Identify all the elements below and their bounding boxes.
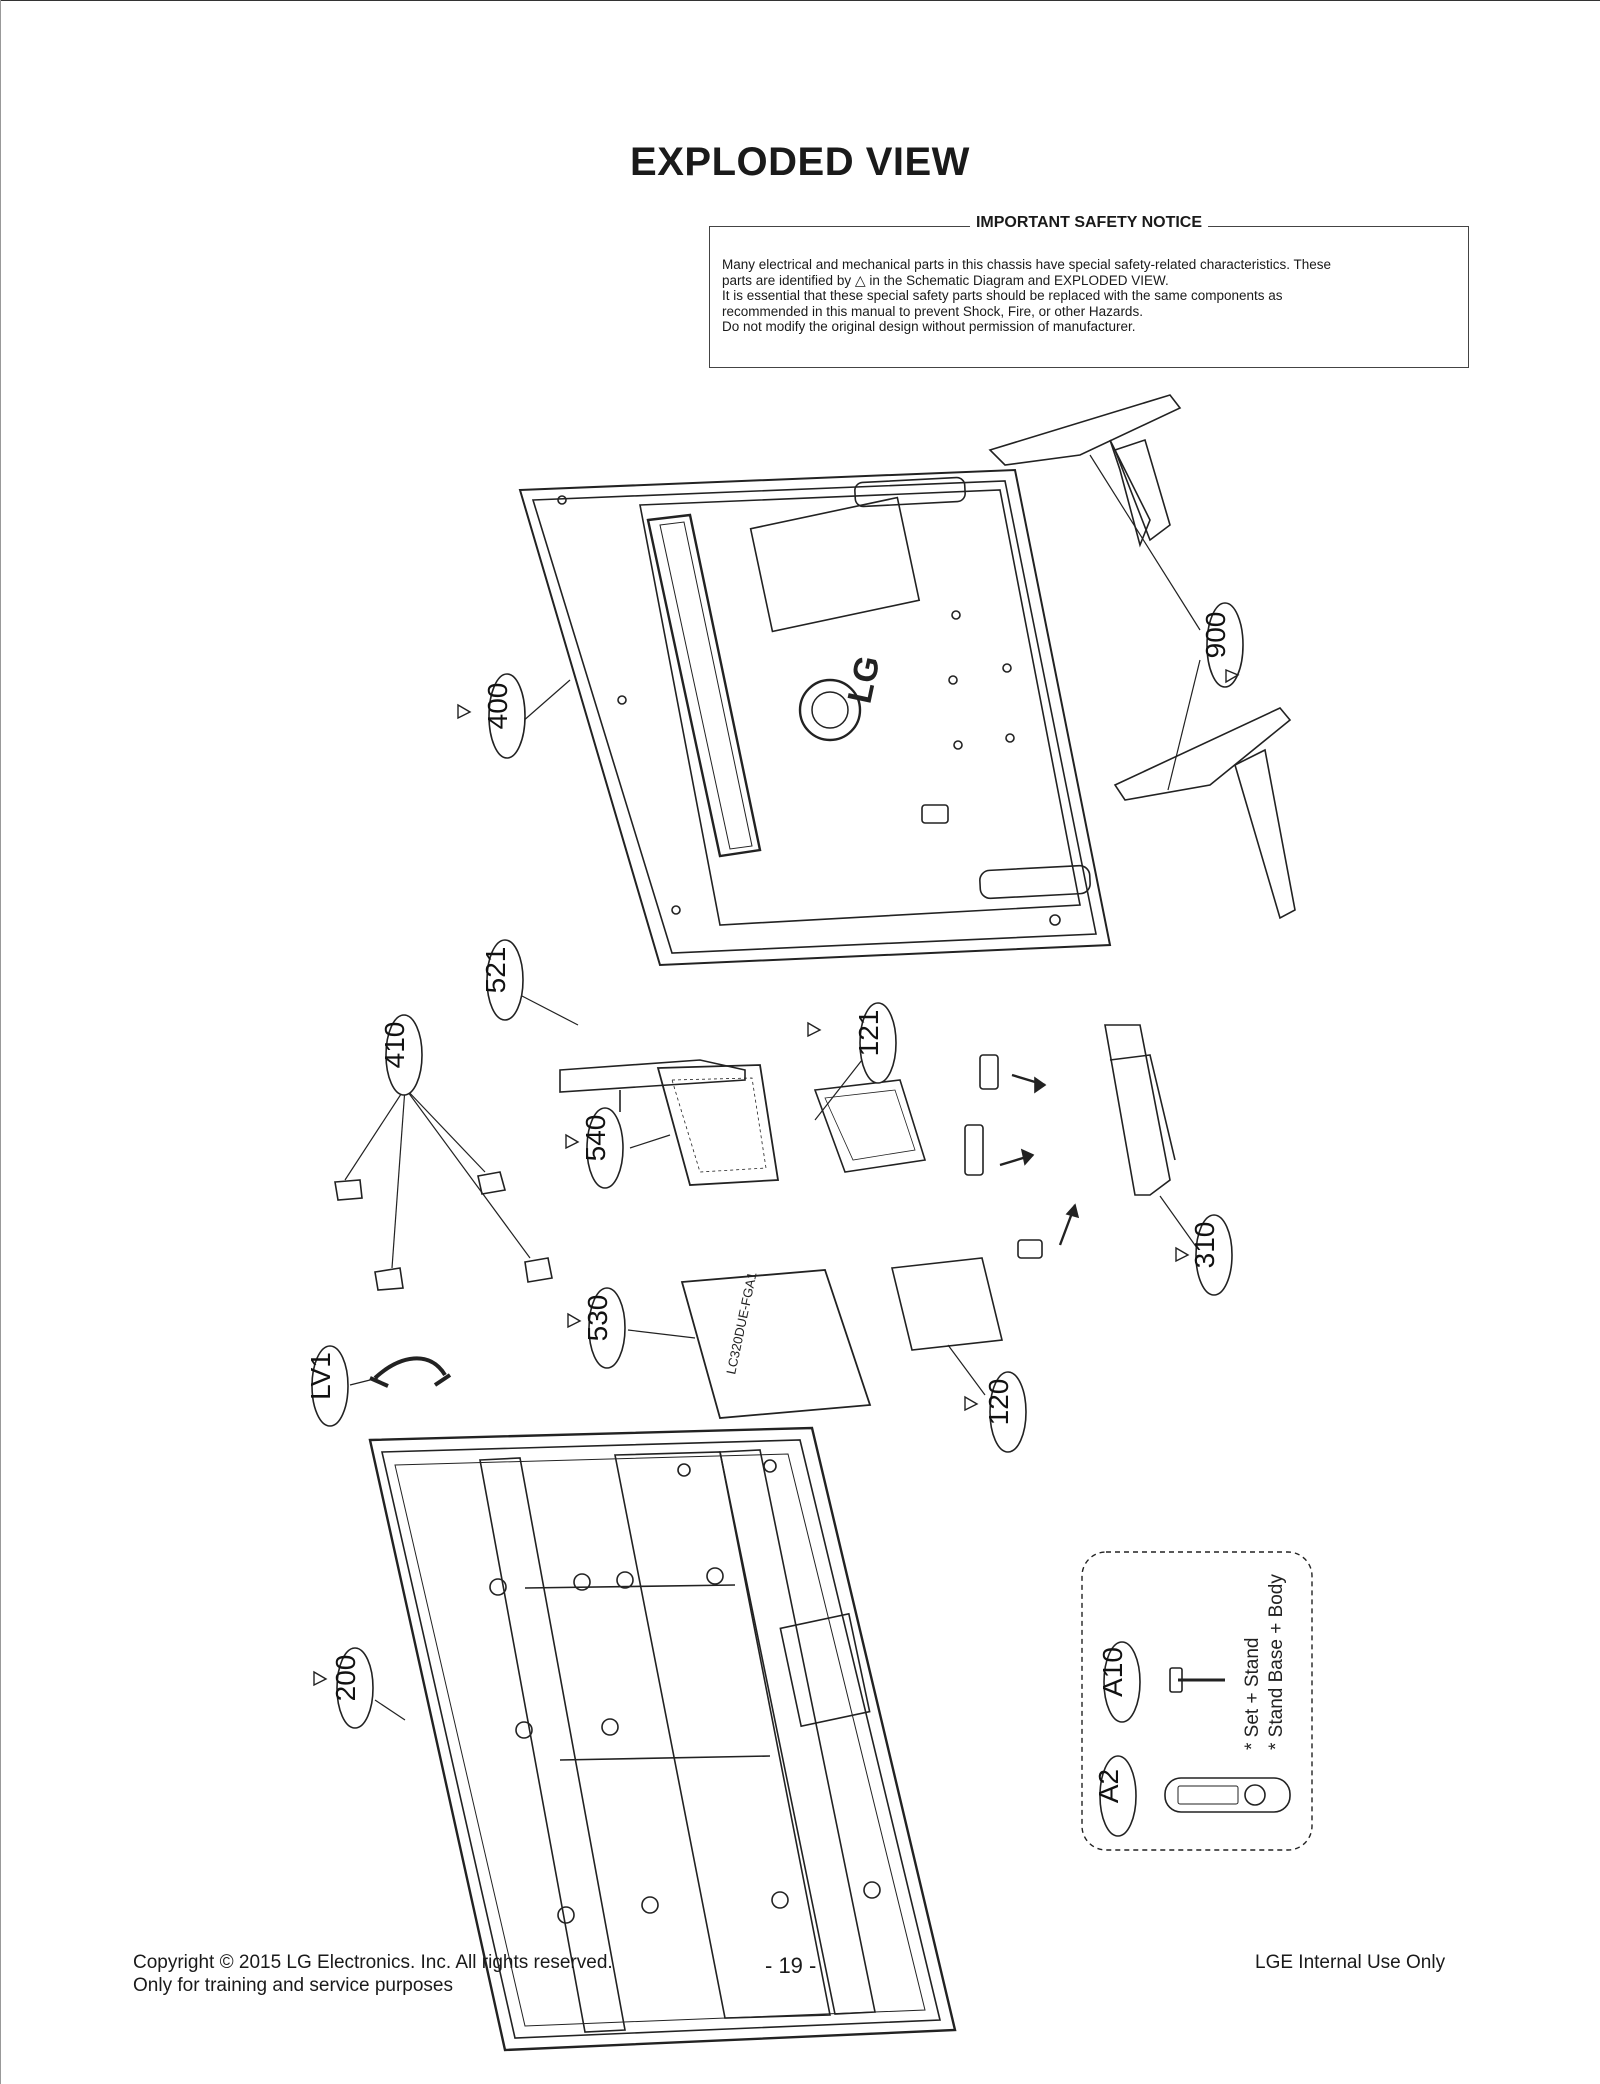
page-title: EXPLODED VIEW — [630, 140, 970, 184]
notice-line: It is essential that these special safet… — [722, 288, 1283, 303]
back-cover-logo: LG — [841, 653, 888, 707]
part-label-lv1: LV1 — [305, 1352, 336, 1400]
accessory-note-set-stand: * Set + Stand — [1242, 1638, 1263, 1751]
page-number: - 19 - — [765, 1953, 817, 1978]
part-label-a10: A10 — [1097, 1647, 1128, 1697]
part-label-400: 400 — [482, 683, 513, 730]
part-label-530: 530 — [582, 1295, 613, 1342]
part-label-120: 120 — [983, 1379, 1014, 1426]
notice-line: recommended in this manual to prevent Sh… — [722, 303, 1143, 319]
lcd-panel-part — [368, 1426, 957, 2052]
back-cover-part: LG — [518, 468, 1112, 967]
footer-internal-use: LGE Internal Use Only — [1255, 1952, 1446, 1973]
module-board-label: LC320DUE-FGA1 — [723, 1271, 759, 1376]
footer-purpose: Only for training and service purposes — [133, 1975, 453, 1996]
page-left-border — [0, 0, 1, 2084]
accessories-box: * Set + Stand * Stand Base + Body — [1081, 1551, 1313, 1851]
part-label-540: 540 — [580, 1115, 611, 1162]
footer-copyright: Copyright © 2015 LG Electronics. Inc. Al… — [133, 1952, 613, 1973]
callout-labels: 400 900 521 410 121 540 310 530 120 LV1 … — [305, 612, 1231, 1803]
page-top-border — [0, 0, 1600, 1]
part-label-200: 200 — [330, 1655, 361, 1702]
part-label-521: 521 — [480, 947, 511, 994]
leader-lines — [344, 454, 1203, 1721]
screw-icon — [1169, 1667, 1225, 1693]
callouts — [311, 602, 1244, 1837]
part-label-410: 410 — [379, 1022, 410, 1069]
part-label-a2: A2 — [1093, 1769, 1124, 1803]
part-label-310: 310 — [1189, 1222, 1220, 1269]
notice-line: parts are identified by △ in the Schemat… — [722, 271, 1169, 288]
accessory-note-stand-base: * Stand Base + Body — [1266, 1574, 1287, 1750]
safety-notice-text: Many electrical and mechanical parts in … — [722, 257, 1456, 335]
safety-notice-box: IMPORTANT SAFETY NOTICE Many electrical … — [709, 214, 1469, 368]
notice-line: Do not modify the original design withou… — [722, 319, 1136, 334]
safety-notice-heading: IMPORTANT SAFETY NOTICE — [969, 214, 1209, 231]
warning-triangle-icons — [313, 668, 1240, 1687]
warning-triangle-icon: △ — [854, 271, 866, 288]
part-label-900: 900 — [1200, 612, 1231, 659]
part-label-121: 121 — [853, 1010, 884, 1057]
remote-control-icon — [1164, 1777, 1291, 1813]
small-parts: LC320DUE-FGA1 — [334, 1024, 1176, 1419]
stand-part — [988, 394, 1296, 920]
notice-line: Many electrical and mechanical parts in … — [722, 257, 1332, 272]
